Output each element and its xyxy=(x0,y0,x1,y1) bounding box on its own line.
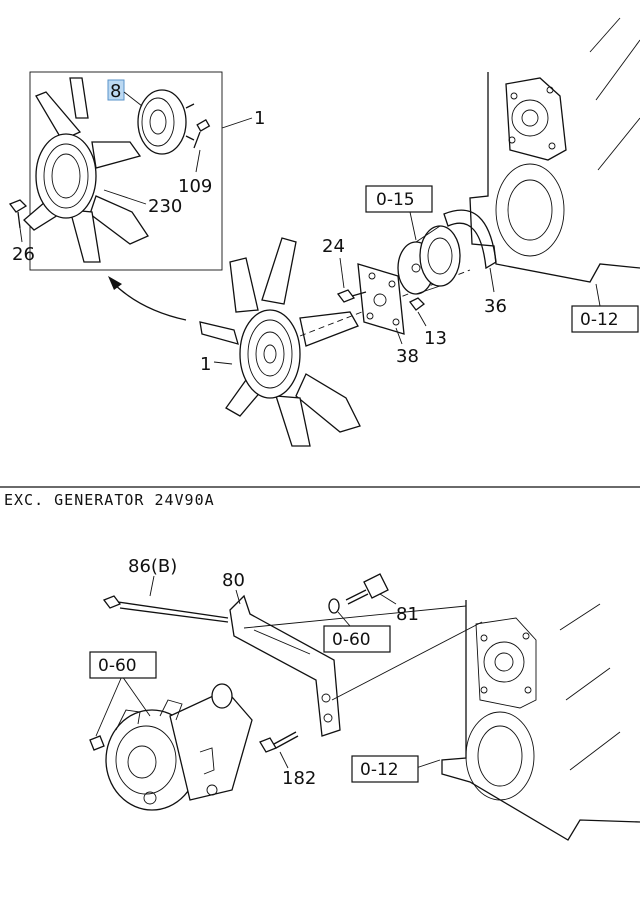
section-caption: EXC. GENERATOR 24V90A xyxy=(4,491,215,509)
callout-26[interactable]: 26 xyxy=(12,244,35,265)
ref-0-12-top-box[interactable] xyxy=(571,305,639,333)
fan-clutch-part-8[interactable] xyxy=(137,89,195,155)
callout-1-inset[interactable]: 1 xyxy=(254,108,265,129)
nut-bottom-left[interactable] xyxy=(89,735,105,751)
callout-230[interactable]: 230 xyxy=(148,196,182,217)
callout-8-highlight xyxy=(107,79,125,101)
callout-81[interactable]: 81 xyxy=(396,604,419,625)
inset-pointer-arrow xyxy=(111,281,187,321)
nut-part-13[interactable] xyxy=(409,297,425,311)
engine-block-bottom xyxy=(441,600,640,841)
stud-part-109[interactable] xyxy=(193,119,211,149)
belt-part-36[interactable] xyxy=(443,209,497,270)
ref-0-12-bottom-box[interactable] xyxy=(351,755,419,783)
callout-8[interactable]: 8 xyxy=(110,81,121,102)
callout-109[interactable]: 109 xyxy=(178,176,212,197)
bolt-part-24[interactable] xyxy=(336,289,367,303)
callout-182[interactable]: 182 xyxy=(282,768,316,789)
pulley-assembly xyxy=(397,225,461,295)
inset-fan-assembly xyxy=(23,77,149,263)
cooling-fan-part-1[interactable] xyxy=(199,237,361,447)
ref-0-60-right[interactable]: 0-60 xyxy=(332,630,371,650)
ref-0-12-top[interactable]: 0-12 xyxy=(580,310,619,330)
tie-line-upper xyxy=(243,605,467,629)
callout-1-main[interactable]: 1 xyxy=(200,354,211,375)
ref-0-60-left[interactable]: 0-60 xyxy=(98,656,137,676)
tie-line-lower xyxy=(331,621,483,701)
callout-36[interactable]: 36 xyxy=(484,296,507,317)
ref-0-15-box[interactable] xyxy=(365,185,433,213)
adjusting-plate-part-80[interactable] xyxy=(229,594,341,737)
detail-inset-frame xyxy=(29,71,223,271)
bolt-part-26[interactable] xyxy=(8,199,28,229)
generator-assembly[interactable] xyxy=(105,683,253,811)
callout-38[interactable]: 38 xyxy=(396,346,419,367)
callout-80[interactable]: 80 xyxy=(222,570,245,591)
engine-block-top xyxy=(469,17,640,283)
pointer-arrowhead xyxy=(108,276,122,290)
washer xyxy=(328,598,340,614)
ref-0-15[interactable]: 0-15 xyxy=(376,190,415,210)
bolt-part-182[interactable] xyxy=(259,731,299,753)
ref-0-12-bottom[interactable]: 0-12 xyxy=(360,760,399,780)
ref-0-60-left-box[interactable] xyxy=(89,651,157,679)
callout-86b[interactable]: 86(B) xyxy=(128,556,177,577)
callout-13[interactable]: 13 xyxy=(424,328,447,349)
long-bolt-part-86b[interactable] xyxy=(102,595,229,623)
ref-0-60-right-box[interactable] xyxy=(323,625,391,653)
fan-bracket-part-38[interactable] xyxy=(357,263,405,335)
bolt-part-81[interactable] xyxy=(345,573,389,605)
callout-24[interactable]: 24 xyxy=(322,236,345,257)
